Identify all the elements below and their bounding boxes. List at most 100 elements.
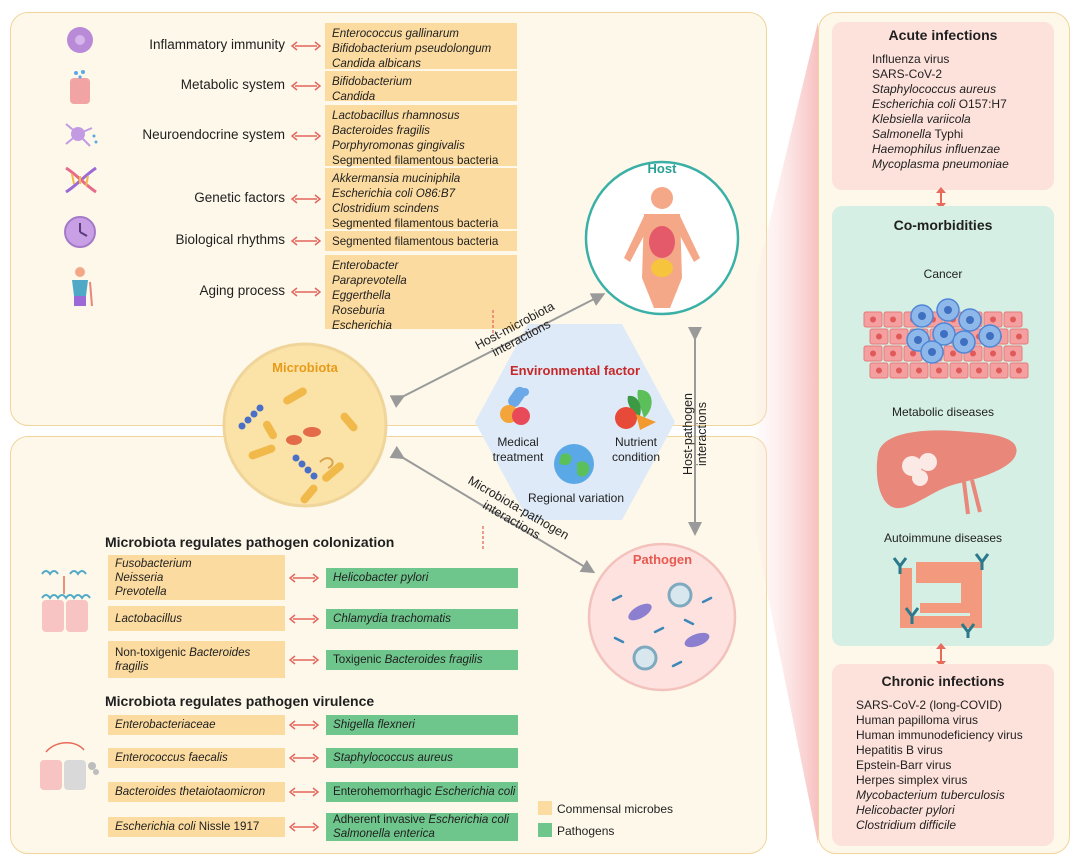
chronic-infections-box <box>832 664 1054 846</box>
acute-infections-title: Acute infections <box>888 27 998 43</box>
disease-item: Herpes simplex virus <box>856 773 968 787</box>
outcome-wedge <box>755 22 818 844</box>
double-arrow-icon <box>289 613 319 624</box>
host-factor-label: Neuroendocrine system <box>142 126 285 142</box>
legend-pathogen-swatch <box>538 823 552 837</box>
microbe-name: Lactobacillus rhamnosus <box>332 109 460 122</box>
commensal-name: fragilis <box>115 659 149 673</box>
pathogen-name: Staphylococcus aureus <box>333 751 453 764</box>
nutrient-condition-label: Nutrient condition <box>611 435 661 464</box>
liver-icon <box>876 430 1017 515</box>
immune-cell-icon <box>62 22 100 64</box>
pathogen-name: Shigella flexneri <box>333 718 415 731</box>
host-label: Host <box>647 161 677 176</box>
neuron-icon <box>62 116 100 158</box>
commensal-name: Neisseria <box>115 570 164 584</box>
microbe-name: Escherichia <box>332 319 392 332</box>
microbe-name: Enterobacter <box>332 259 399 272</box>
microbe-name: Bifidobacterium <box>332 75 412 88</box>
commensal-name: Non-toxigenic Bacteroides <box>115 645 251 659</box>
microbiota-circle <box>222 342 388 508</box>
virulence-title: Microbiota regulates pathogen virulence <box>105 693 375 709</box>
double-arrow-icon <box>291 193 321 204</box>
microbe-name: Segmented filamentous bacteria <box>332 217 499 230</box>
disease-item: Mycobacterium tuberculosis <box>856 788 1005 802</box>
disease-item: Klebsiella variicola <box>872 112 971 126</box>
acute-comorbid-arrow <box>936 187 946 209</box>
pathogen-label: Pathogen <box>632 552 693 567</box>
autoimmune-diseases-label: Autoimmune diseases <box>883 531 1003 545</box>
metabolic-diseases-label: Metabolic diseases <box>891 405 995 419</box>
commensal-box: Enterococcus faecalis <box>108 748 285 768</box>
disease-item: Salmonella Typhi <box>872 127 964 141</box>
disease-item: Clostridium difficile <box>856 818 957 832</box>
pathogen-circle <box>587 542 737 692</box>
microbe-name: Bifidobacterium pseudolongum <box>332 42 492 55</box>
disease-item: SARS-CoV-2 <box>872 67 943 81</box>
disease-item: Hepatitis B virus <box>856 743 943 757</box>
double-arrow-icon <box>289 654 319 665</box>
microbe-name: Akkermansia muciniphila <box>332 172 461 185</box>
microbe-name: Escherichia coli O86:B7 <box>332 187 456 200</box>
commensal-name: Escherichia coli Nissle 1917 <box>115 820 260 833</box>
double-arrow-icon <box>289 720 319 730</box>
disease-item: Human papilloma virus <box>856 713 979 727</box>
double-arrow-icon <box>289 822 319 832</box>
microbe-name: Bacteroides fragilis <box>332 124 430 137</box>
disease-item: Escherichia coli O157:H7 <box>872 97 1007 111</box>
pathogen-name: Toxigenic Bacteroides fragilis <box>333 652 483 666</box>
epithelium-colonization-icon <box>41 570 91 632</box>
pathogen-box: Chlamydia trachomatis <box>326 608 518 629</box>
pathogen-box: Staphylococcus aureus <box>326 748 518 768</box>
pathogen-box: Toxigenic Bacteroides fragilis <box>326 649 518 670</box>
pathogen-name: Enterohemorrhagic Escherichia coli <box>333 785 516 798</box>
pathogen-box: Shigella flexneri <box>326 715 518 735</box>
commensal-name: Enterococcus faecalis <box>115 751 228 764</box>
double-arrow-icon <box>291 41 321 51</box>
elderly-person-icon <box>62 266 100 308</box>
host-factor-microbe-box: Segmented filamentous bacteria <box>325 231 517 251</box>
dna-icon <box>62 162 100 204</box>
pathogen-name: Chlamydia trachomatis <box>333 611 451 625</box>
pathogen-name: Helicobacter pylori <box>333 570 429 584</box>
disease-item: SARS-CoV-2 (long-COVID) <box>856 698 1003 712</box>
double-arrow-icon <box>291 130 321 141</box>
microbe-name: Eggerthella <box>332 289 391 302</box>
legend-commensal-label: Commensal microbes <box>557 802 674 816</box>
host-factor-label: Inflammatory immunity <box>149 37 285 52</box>
disease-item: Staphylococcus aureus <box>872 82 997 96</box>
disease-item: Human immunodeficiency virus <box>856 728 1023 742</box>
pathogen-name: Adherent invasive Escherichia coli <box>333 813 509 826</box>
comorbidities-title: Co-morbidities <box>893 217 993 233</box>
disease-item: Influenza virus <box>872 52 950 66</box>
double-arrow-icon <box>289 787 319 797</box>
host-factor-label: Aging process <box>199 283 285 298</box>
host-circle <box>584 160 740 316</box>
host-pathogen-interactions-label: Host-pathogen interactions <box>681 393 709 476</box>
commensal-name: Lactobacillus <box>115 611 183 625</box>
double-arrow-icon <box>291 236 321 246</box>
metabolic-cell-icon <box>62 68 100 110</box>
disease-item: Haemophilus influenzae <box>872 142 1001 156</box>
commensal-name: Prevotella <box>115 584 167 598</box>
clock-icon <box>62 214 100 256</box>
chronic-infections-list: SARS-CoV-2 (long-COVID)Human papilloma v… <box>856 698 1023 833</box>
pathogen-name: Salmonella enterica <box>333 827 435 840</box>
microbiota-label: Microbiota <box>272 360 338 375</box>
disease-item: Epstein-Barr virus <box>856 758 952 772</box>
cancer-label: Cancer <box>923 267 963 281</box>
commensal-name: Bacteroides thetaiotaomicron <box>115 785 266 798</box>
host-factor-label: Genetic factors <box>194 189 285 205</box>
legend-commensal-swatch <box>538 801 552 815</box>
intestine-antibody-icon <box>892 553 990 638</box>
epithelium-virulence-icon <box>40 742 99 790</box>
microbe-name: Enterococcus gallinarum <box>332 27 459 40</box>
disease-item: Mycoplasma pneumoniae <box>872 157 1009 171</box>
pathogen-box: Enterohemorrhagic Escherichia coli <box>326 782 518 802</box>
